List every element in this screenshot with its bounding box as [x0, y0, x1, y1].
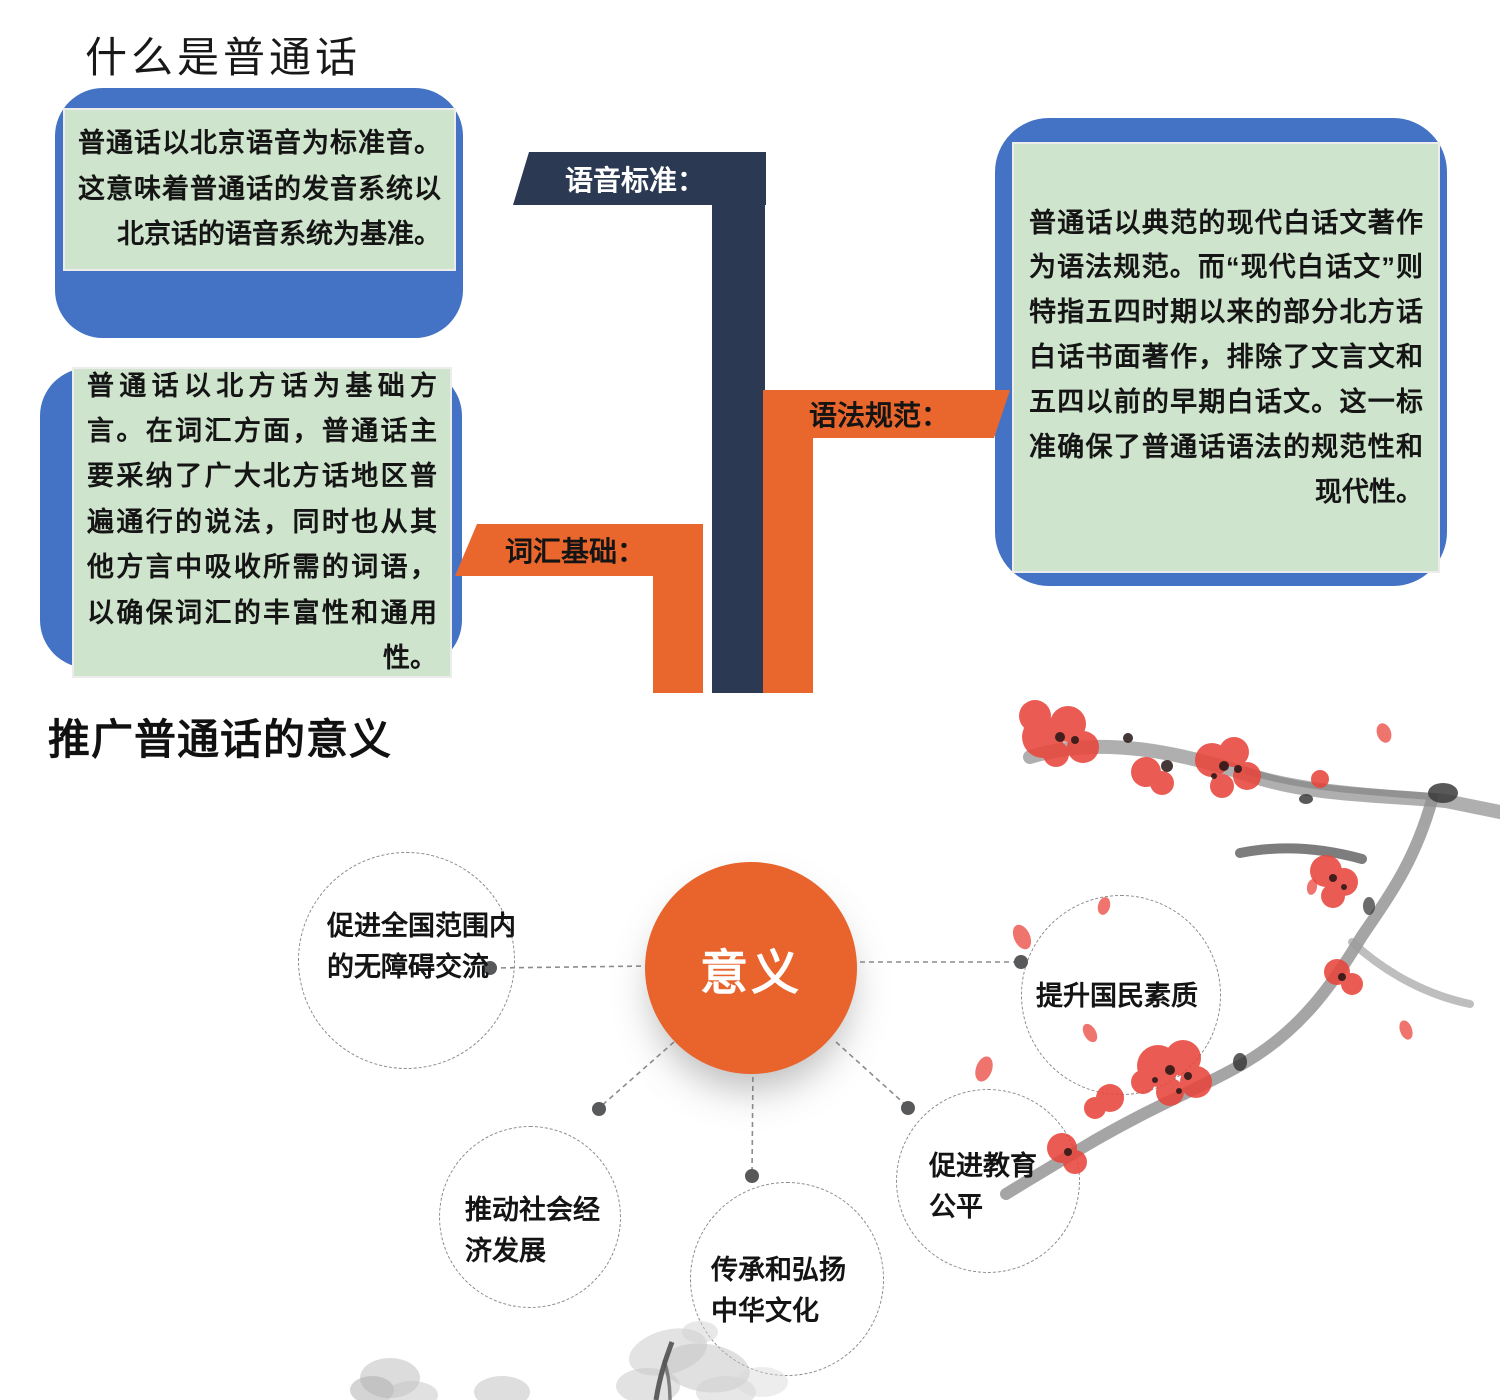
node-dot-economic-development	[592, 1102, 606, 1116]
node-circle-economic-development	[439, 1126, 621, 1308]
slide2-title: 推广普通话的意义	[48, 716, 393, 763]
card-grammar-text: 普通话以典范的现代白话文著作为语法规范。而“现代白话文”则特指五四时期以来的部分…	[1029, 207, 1423, 507]
banner-pronunciation-standard: 语音标准：	[513, 152, 766, 205]
connector-line-education-equity	[835, 1041, 909, 1108]
card-vocabulary: 普通话以北方话为基础方言。在词汇方面，普通话主要采纳了广大北方话地区普遍通行的说…	[72, 367, 452, 678]
node-label-education-equity: 促进教育公平	[929, 1151, 1037, 1222]
banner-vocabulary-basis: 词汇基础：	[455, 524, 703, 576]
node-label-national-quality: 提升国民素质	[1036, 981, 1198, 1011]
banner-grammar-label: 语法规范：	[809, 400, 950, 431]
node-label-economic-development: 推动社会经济发展	[465, 1195, 600, 1266]
slide1-title: 什么是普通话	[85, 36, 362, 82]
connector-line-economic-development	[598, 1041, 675, 1109]
node-circle-chinese-culture	[690, 1182, 884, 1376]
card-grammar: 普通话以典范的现代白话文著作为语法规范。而“现代白话文”则特指五四时期以来的部分…	[1012, 142, 1440, 573]
card-pronunciation-text: 普通话以北京语音为标准音。这意味着普通话的发音系统以北京话的语音系统为基准。	[78, 128, 441, 250]
node-label-chinese-culture: 传承和弘扬中华文化	[711, 1255, 846, 1326]
connector-bar-navy	[712, 155, 765, 693]
center-circle-significance: 意义	[645, 862, 857, 1074]
card-vocabulary-text: 普通话以北方话为基础方言。在词汇方面，普通话主要采纳了广大北方话地区普遍通行的说…	[87, 370, 437, 673]
node-circle-communication	[298, 852, 515, 1069]
center-circle-label: 意义	[699, 947, 802, 1000]
banner-vocabulary-label: 词汇基础：	[505, 536, 646, 567]
connector-bar-grammar	[763, 428, 813, 693]
card-pronunciation: 普通话以北京语音为标准音。这意味着普通话的发音系统以北京话的语音系统为基准。	[63, 108, 456, 271]
connector-bar-vocabulary	[653, 560, 703, 693]
node-label-communication: 促进全国范围内的无障碍交流	[327, 911, 516, 982]
node-dot-chinese-culture	[745, 1169, 759, 1183]
connector-line-chinese-culture	[751, 1067, 754, 1176]
node-dot-education-equity	[901, 1101, 915, 1115]
banner-grammar-norm: 语法规范：	[763, 390, 1010, 438]
banner-pronunciation-label: 语音标准：	[565, 164, 706, 196]
